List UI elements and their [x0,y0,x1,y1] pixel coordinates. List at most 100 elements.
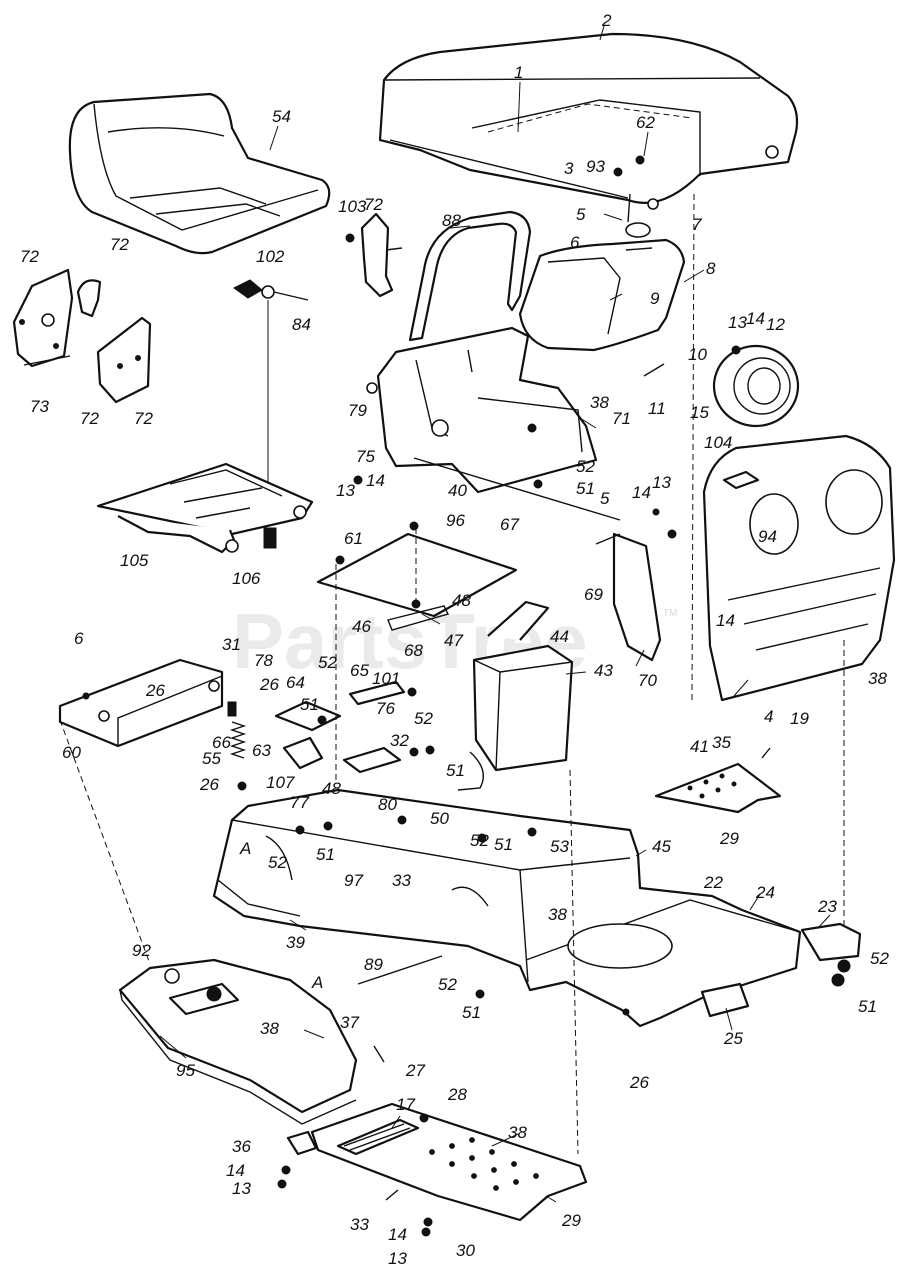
callout-52: 52 [470,831,489,850]
hardware [237,155,851,1237]
callout-65: 65 [350,661,369,680]
callout-106: 106 [232,569,261,588]
callout-51: 51 [462,1003,481,1022]
callout-44: 44 [550,627,569,646]
callout-47: 47 [444,631,463,650]
callout-41: 41 [690,737,709,756]
callout-25: 25 [723,1029,743,1048]
callout-88: 88 [442,211,461,230]
grille-housing [702,434,896,702]
callout-35: 35 [712,733,731,752]
seat-part [68,92,331,255]
callout-33: 33 [392,871,411,890]
callout-97: 97 [344,871,363,890]
callout-30: 30 [456,1241,475,1260]
callout-79: 79 [348,401,367,420]
callout-38: 38 [548,905,567,924]
callout-96: 96 [446,511,465,530]
callout-A: A [311,973,323,992]
callout-2: 2 [601,11,612,30]
callout-38: 38 [508,1123,527,1142]
callout-72: 72 [20,247,39,266]
callout-105: 105 [120,551,149,570]
callout-13: 13 [652,473,671,492]
callout-labels: 2 1 54 62 3 93 5 7 6 103 72 88 8 72 72 1… [20,11,889,1268]
guide-lines [59,25,845,1203]
callout-89: 89 [364,955,383,974]
callout-31: 31 [222,635,241,654]
callout-103: 103 [338,197,367,216]
callout-48: 48 [452,591,471,610]
callout-14: 14 [226,1161,245,1180]
callout-55: 55 [202,749,221,768]
callout-50: 50 [430,809,449,828]
callout-26: 26 [145,681,165,700]
callout-15: 15 [690,403,709,422]
callout-10: 10 [688,345,707,364]
callout-54: 54 [272,107,291,126]
callout-37: 37 [340,1013,359,1032]
callout-52: 52 [576,457,595,476]
callout-52: 52 [870,949,889,968]
callout-38: 38 [868,669,887,688]
callout-26: 26 [259,675,279,694]
callout-45: 45 [652,837,671,856]
callout-52: 52 [414,709,433,728]
rear-footrest [286,1102,588,1222]
callout-60: 60 [62,743,81,762]
rear-fender [118,958,358,1125]
callout-48: 48 [322,779,341,798]
callout-76: 76 [376,699,395,718]
callout-72: 72 [134,409,153,428]
callout-28: 28 [447,1085,467,1104]
callout-1: 1 [514,63,523,82]
callout-40: 40 [448,481,467,500]
battery [457,600,574,791]
callout-52: 52 [268,853,287,872]
callout-102: 102 [256,247,285,266]
callout-6: 6 [74,629,84,648]
callout-67: 67 [500,515,519,534]
front-footrest [654,762,782,814]
callout-19: 19 [790,709,809,728]
hitch-plate [58,658,224,748]
callout-51: 51 [316,845,335,864]
callout-51: 51 [576,479,595,498]
callout-69: 69 [584,585,603,604]
fuel-tank [518,222,686,352]
watermark-tm: TM [663,608,677,619]
callout-27: 27 [405,1061,425,1080]
main-frame [212,788,862,1028]
callout-8: 8 [706,259,716,278]
battery-tray [316,532,518,631]
callout-63: 63 [252,741,271,760]
callout-73: 73 [30,397,49,416]
dash-panel [366,326,621,521]
callout-38: 38 [260,1019,279,1038]
callout-26: 26 [199,775,219,794]
hood-part [378,32,799,210]
callout-61: 61 [344,529,363,548]
callout-52: 52 [318,653,337,672]
callout-107: 107 [266,773,295,792]
callout-4: 4 [764,707,773,726]
callout-51: 51 [494,835,513,854]
callout-43: 43 [594,661,613,680]
callout-46: 46 [352,617,371,636]
seat-switch-bracket [345,212,403,298]
callout-13: 13 [336,481,355,500]
callout-78: 78 [254,651,273,670]
callout-22: 22 [703,873,723,892]
callout-68: 68 [404,641,423,660]
callout-104: 104 [704,433,732,452]
callout-77: 77 [290,793,309,812]
spring-assembly [227,701,247,759]
callout-36: 36 [232,1137,251,1156]
linkage-bracket [274,680,406,774]
callout-93: 93 [586,157,605,176]
callout-52: 52 [438,975,457,994]
callout-5: 5 [600,489,610,508]
callout-14: 14 [716,611,735,630]
callout-5: 5 [576,205,586,224]
